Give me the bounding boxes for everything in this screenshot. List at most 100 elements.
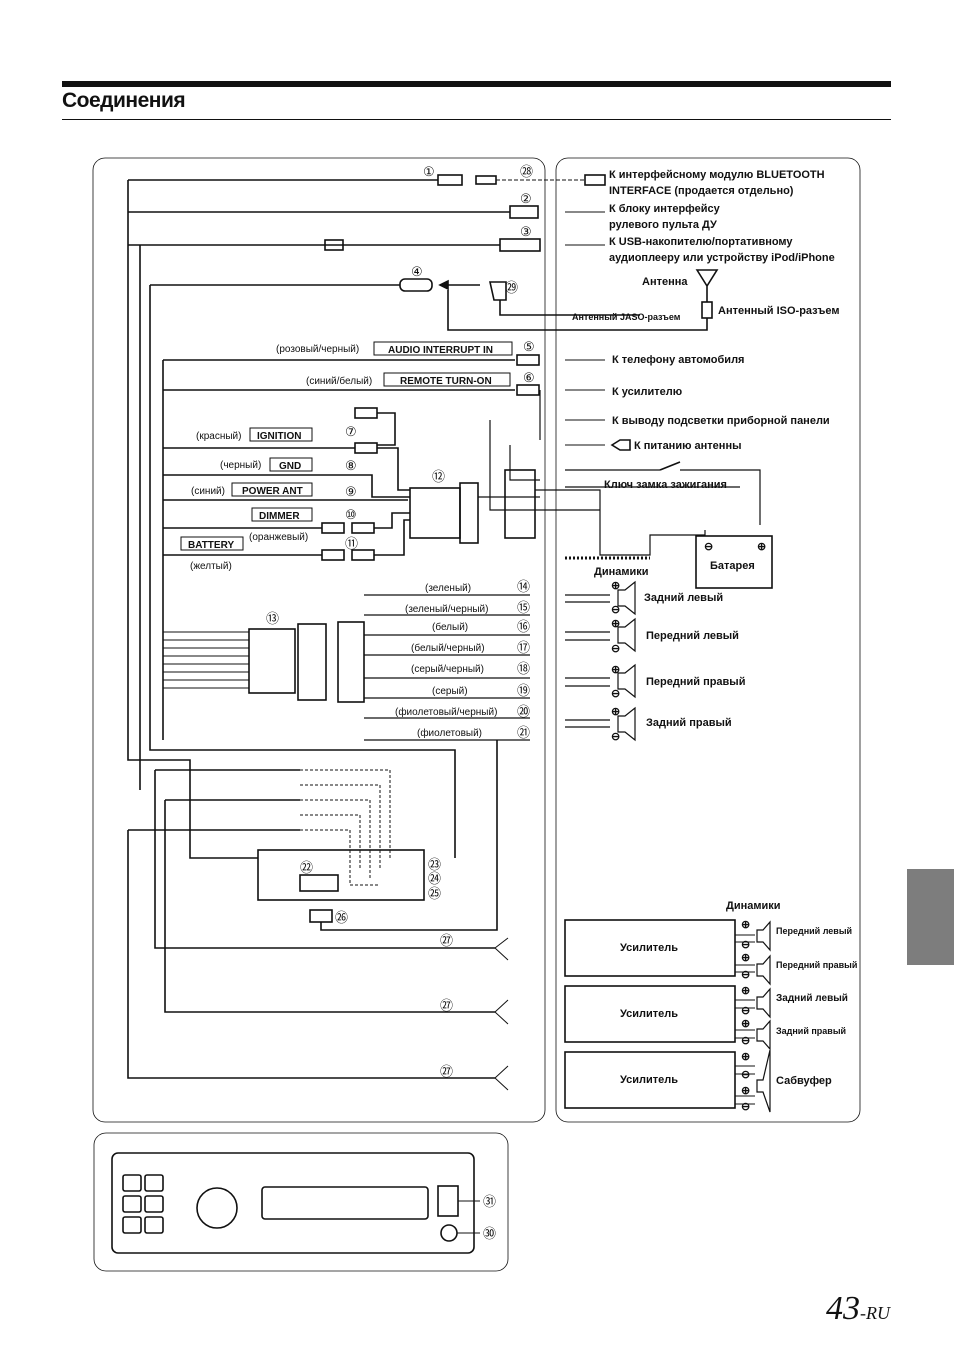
ignition-switch [659,461,681,471]
front-button [144,1216,164,1234]
label-rear-left: Задний левый [644,592,723,604]
num-26: ㉖ [335,910,348,925]
box-gnd [269,457,313,472]
num-2: ② [520,191,532,206]
num-18: ⑱ [517,661,530,676]
label-power-antenna: К питанию антенны [634,440,742,452]
amp-plus-2: ⊕ [741,952,750,964]
color-blue-white: (синий/белый) [306,375,372,387]
num-7: ⑦ [345,424,357,439]
ignition-wire [565,469,761,525]
connector-5 [516,354,540,366]
page-number: 43-RU [826,1290,890,1328]
num-19: ⑲ [517,683,530,698]
amp-plus-6: ⊕ [741,1085,750,1097]
num-3: ③ [520,224,532,239]
label-rear-right: Задний правый [646,717,732,729]
color-orange: (оранжевый) [249,532,308,543]
connector-1 [437,174,463,186]
label-front-left: Передний левый [646,630,739,642]
color-gray-black: (серый/черный) [411,664,484,675]
connector-13 [248,628,296,694]
bluetooth-plug [584,174,606,186]
label-amp-rear-left: Задний левый [776,993,848,1004]
label-remote: REMOTE TURN-ON [400,376,492,387]
num-27a: ㉗ [440,933,453,948]
num-6: ⑥ [523,370,535,385]
rca-leads [300,769,391,886]
label-amp-rear-right: Задний правый [776,1026,846,1036]
label-bluetooth-1: К интерфейсному модулю BLUETOOTH [609,169,825,181]
title-bar [62,81,891,87]
amp-box-2 [564,985,736,1043]
num-11: ⑪ [345,536,358,551]
cable-3 [128,244,500,790]
speaker-harness-in [163,631,249,689]
page-number-suffix: -RU [860,1303,890,1323]
label-speakers-bottom: Динамики [726,900,781,912]
spk-plus-1: ⊕ [611,580,620,592]
rca-unit [257,849,425,901]
spk-minus-2: ⊖ [611,643,620,655]
front-button [122,1195,142,1213]
color-white-black: (белый/черный) [411,642,485,654]
arrow-head-4 [438,279,449,291]
ground-wire [599,530,706,556]
label-battery-left: BATTERY [188,540,234,551]
amp-minus-4: ⊖ [741,1035,750,1047]
antenna-cable [149,284,456,858]
num-31: ㉛ [483,1194,496,1209]
left-panel [92,157,546,1123]
num-23: ㉓ [428,857,441,872]
num-21: ㉑ [517,725,530,740]
num-13: ⑬ [266,611,279,626]
speaker-icons [617,580,636,742]
spk-minus-1: ⊖ [611,604,620,616]
amp-plus-3: ⊕ [741,985,750,997]
right-leads [565,211,605,446]
connector-22 [299,874,339,892]
color-pink-black: (розовый/черный) [276,344,359,355]
connector-11 [321,549,345,561]
rca-split [494,937,509,1091]
num-20: ⑳ [517,704,530,719]
front-leads [457,1200,480,1234]
wire-5 [162,359,515,740]
num-25: ㉕ [428,886,441,901]
front-button [144,1195,164,1213]
num-17: ⑰ [517,640,530,655]
amp-minus-6: ⊖ [741,1101,750,1113]
spk-minus-4: ⊖ [611,731,620,743]
battery-box [695,535,773,589]
num-10: ⑩ [345,507,357,522]
box-ignition [249,427,313,442]
color-blue: (синий) [191,486,225,497]
front-button [144,1174,164,1192]
spk-plus-2: ⊕ [611,618,620,630]
usb-connector-3 [499,238,541,252]
label-steering-2: рулевого пульта ДУ [609,219,717,231]
label-iso: Антенный ISO-разъем [718,305,840,317]
label-ignition-key: Ключ замка зажигания [604,479,727,491]
label-steering-1: К блоку интерфейсу [609,203,721,215]
jaso-connector [489,281,640,316]
num-5: ⑤ [523,339,535,354]
connector-12-body [459,482,479,544]
label-usb-1: К USB-накопителю/портативному [609,236,793,248]
num-15: ⑮ [517,600,530,615]
label-subwoofer: Сабвуфер [776,1075,832,1087]
num-24: ㉔ [428,871,441,886]
head-unit-front [111,1152,475,1254]
num-22: ㉒ [300,860,313,875]
box-power-ant [231,482,313,497]
front-button [122,1174,142,1192]
color-green-black: (зеленый/черный) [405,604,488,615]
amp-leads [735,934,755,1105]
title-rule [62,119,891,120]
color-gray: (серый) [432,686,468,697]
amp-speaker-icons [756,920,771,1113]
wire-12 [478,390,601,540]
label-amp-front-left: Передний левый [776,926,852,936]
connector-6 [516,384,540,396]
